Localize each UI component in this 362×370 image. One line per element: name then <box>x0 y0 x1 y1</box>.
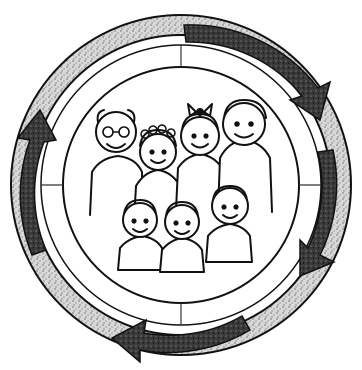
family-cycle-svg <box>0 0 362 370</box>
family-cycle-illustration <box>0 0 362 370</box>
